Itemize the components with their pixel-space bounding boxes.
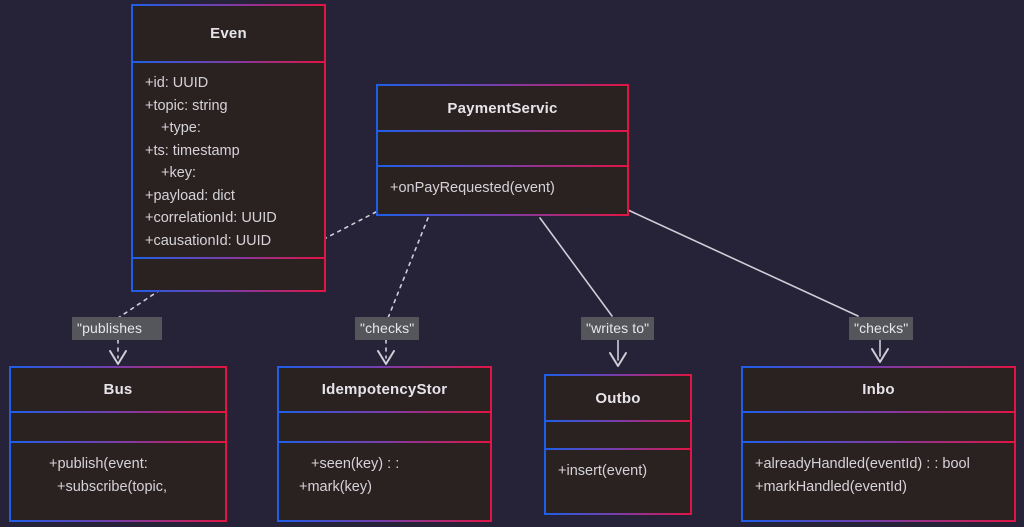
class-operation: +publish(event: (49, 456, 148, 473)
class-box-inbox[interactable]: Inbo +alreadyHandled(eventId) : : bool +… (741, 366, 1016, 522)
class-operations-inbox: +alreadyHandled(eventId) : : bool +markH… (743, 443, 1014, 520)
arrowhead-writes-to (609, 352, 627, 367)
class-divider (11, 441, 225, 444)
class-name-outbox: Outbo (595, 389, 641, 407)
edge-label-writes-to-outbox[interactable]: "writes to" (581, 317, 655, 340)
class-attributes-payment-service (378, 132, 627, 165)
class-attribute: +topic: string (145, 97, 228, 114)
edge-label-checks-inbox[interactable]: "checks" (849, 317, 914, 340)
class-divider (133, 257, 324, 259)
edge-publishes-upper (117, 289, 161, 319)
class-box-idempotency-store[interactable]: IdempotencyStor +seen(key) : : +mark(key… (277, 366, 492, 522)
class-name-bus: Bus (103, 381, 133, 399)
edge-label-checks-idempotency[interactable]: "checks" (355, 317, 420, 340)
class-operation: +markHandled(eventId) (755, 478, 907, 495)
edge-checks-idempotency-upper (387, 217, 429, 319)
class-name-payment-service: PaymentServic (447, 99, 558, 117)
class-operation: +onPayRequested(event) (390, 179, 555, 196)
class-attributes-event: +id: UUID +topic: string +type: +ts: tim… (133, 63, 324, 257)
class-name-idempotency-store: IdempotencyStor (321, 381, 448, 399)
class-operations-outbox: +insert(event) (546, 450, 690, 513)
edge-writes-to-upper (539, 217, 613, 317)
class-divider (546, 447, 690, 450)
class-operation: +insert(event) (558, 462, 648, 479)
class-operation: +mark(key) (299, 478, 372, 495)
class-attribute: +ts: timestamp (145, 142, 240, 159)
class-name-event: Even (210, 25, 247, 42)
arrowhead-publishes (109, 350, 127, 365)
class-box-payment-service[interactable]: PaymentServic +onPayRequested(event) (376, 84, 629, 216)
class-divider (279, 411, 490, 414)
class-divider (743, 441, 1014, 444)
arrowhead-checks-idempotency (377, 350, 395, 365)
class-name-inbox: Inbo (862, 381, 895, 399)
class-attribute: +correlationId: UUID (145, 210, 277, 226)
class-divider (279, 441, 490, 444)
class-attributes-bus (11, 413, 225, 441)
class-attribute: +payload: dict (145, 187, 235, 204)
class-attribute: +key: (161, 165, 197, 181)
class-divider (743, 411, 1014, 414)
class-box-bus[interactable]: Bus +publish(event: +subscribe(topic, (9, 366, 227, 522)
arrowhead-checks-inbox (871, 348, 889, 363)
class-operations-bus: +publish(event: +subscribe(topic, (11, 443, 225, 520)
class-divider (378, 130, 627, 133)
class-attribute: +type: (161, 120, 201, 136)
class-operations-event (133, 259, 324, 275)
class-box-event[interactable]: Even +id: UUID +topic: string +type: +ts… (131, 4, 326, 292)
class-operations-idempotency-store: +seen(key) : : +mark(key) (279, 443, 490, 520)
class-attributes-idempotency-store (279, 413, 490, 441)
class-divider (546, 420, 690, 423)
class-attribute: +id: UUID (145, 75, 209, 91)
class-divider (11, 411, 225, 414)
class-attributes-outbox (546, 422, 690, 448)
class-box-outbox[interactable]: Outbo +insert(event) (544, 374, 692, 515)
class-operation: +subscribe(topic, (57, 478, 168, 495)
edge-label-publishes[interactable]: "publishes (72, 317, 162, 340)
class-divider (378, 164, 627, 167)
edge-payment-service-to-event (321, 211, 377, 241)
edge-checks-inbox-upper (627, 209, 859, 317)
class-operations-payment-service: +onPayRequested(event) (378, 167, 627, 214)
class-operation: +seen(key) : : (311, 456, 400, 473)
class-operation: +alreadyHandled(eventId) : : bool (755, 456, 970, 473)
class-attributes-inbox (743, 413, 1014, 441)
class-divider (133, 61, 324, 63)
class-attribute: +causationId: UUID (145, 232, 272, 249)
